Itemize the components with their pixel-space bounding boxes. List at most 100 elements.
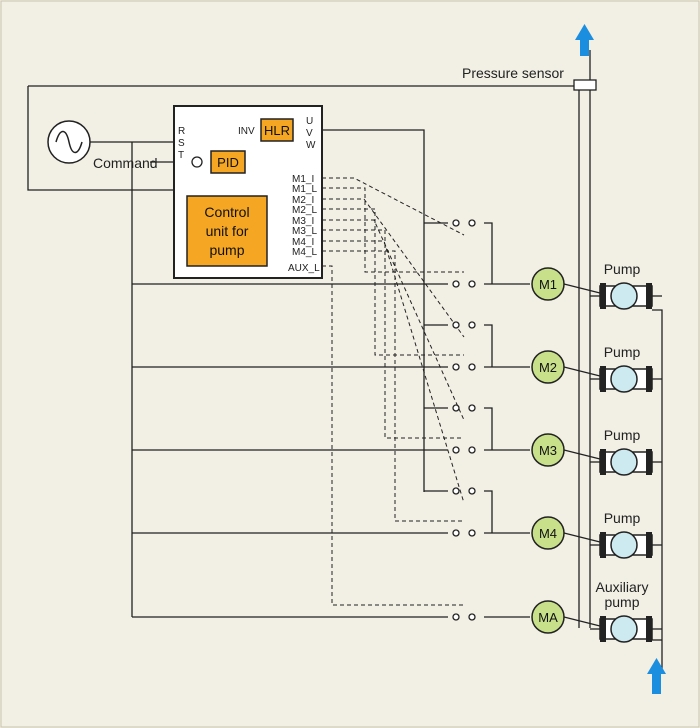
pump-m4-icon xyxy=(610,531,638,559)
signal-m1-i: M1_I xyxy=(292,174,314,185)
pump-m3-label: Pump xyxy=(604,427,641,443)
pid-label: PID xyxy=(217,155,239,170)
terminal-t: T xyxy=(178,150,184,161)
terminal-w: W xyxy=(306,140,316,151)
pump-flange xyxy=(646,366,652,392)
terminal-s: S xyxy=(178,138,185,149)
pump-flange xyxy=(646,532,652,558)
pump-m4-label: Pump xyxy=(604,510,641,526)
motor-m4-label: M4 xyxy=(539,526,557,541)
control-unit-line-3: pump xyxy=(209,242,244,258)
shaft-line xyxy=(563,532,605,544)
actuator-dash xyxy=(322,208,464,356)
contact-ma-terminal xyxy=(468,613,476,621)
control-unit-block xyxy=(186,195,268,267)
inverter-tap-drop xyxy=(484,222,493,284)
wiring xyxy=(27,50,663,672)
signal-m4-l: M4_L xyxy=(292,247,317,258)
inverter-contact-m3-terminal xyxy=(452,404,460,412)
inverter-tap-drop xyxy=(484,490,493,533)
pump-flange xyxy=(646,449,652,475)
motor-ma-icon xyxy=(531,600,565,634)
actuator-dash xyxy=(322,219,465,421)
actuator-dash xyxy=(322,265,464,606)
motor-m4-icon xyxy=(531,516,565,550)
signal-m2-l: M2_L xyxy=(292,205,317,216)
inverter-tap-drop xyxy=(484,324,493,367)
actuator-dash xyxy=(322,177,465,236)
signal-m1-l: M1_L xyxy=(292,184,317,195)
signal-m4-i: M4_I xyxy=(292,237,314,248)
pump-m2-label: Pump xyxy=(604,344,641,360)
pump-m3-icon xyxy=(610,448,638,476)
contact-m4-terminal xyxy=(468,529,476,537)
hlr-block xyxy=(260,118,294,142)
signal-m2-i: M2_I xyxy=(292,195,314,206)
motor-m1-label: M1 xyxy=(539,277,557,292)
pump-flange xyxy=(600,366,606,392)
motor-m3-icon xyxy=(531,433,565,467)
signal-aux-l: AUX_L xyxy=(288,263,320,274)
motor-m1-icon xyxy=(531,267,565,301)
pump-flange xyxy=(600,532,606,558)
summing-junction-icon xyxy=(191,156,203,168)
pump-ma-icon xyxy=(610,615,638,643)
inverter-tap-drop xyxy=(484,407,493,450)
pump-m1-label: Pump xyxy=(604,261,641,277)
shaft-line xyxy=(563,366,605,378)
pressure-sensor xyxy=(573,79,597,91)
contact-m3-terminal xyxy=(452,446,460,454)
outlet-arrow-icon xyxy=(575,24,594,56)
contact-m2-terminal xyxy=(452,363,460,371)
inlet-pipe xyxy=(652,309,663,672)
inlet-arrow-icon xyxy=(647,658,666,694)
contact-m2-terminal xyxy=(468,363,476,371)
hlr-label: HLR xyxy=(264,123,290,138)
contact-ma-terminal xyxy=(452,613,460,621)
pump-flange xyxy=(646,616,652,642)
pump-flange xyxy=(600,616,606,642)
inverter-contact-m4-terminal xyxy=(468,487,476,495)
inverter-contact-m2-terminal xyxy=(452,321,460,329)
inverter-contact-m1-terminal xyxy=(452,219,460,227)
shaft-line xyxy=(563,449,605,461)
contact-m3-terminal xyxy=(468,446,476,454)
contact-m1-terminal xyxy=(452,280,460,288)
command-label: Command xyxy=(93,155,158,171)
contact-m1-terminal xyxy=(468,280,476,288)
signal-m3-i: M3_I xyxy=(292,216,314,227)
actuator-dash xyxy=(322,198,465,338)
ac-source-icon xyxy=(47,120,91,164)
actuator-dash xyxy=(322,229,464,439)
pump-flange xyxy=(600,283,606,309)
pump-m2-icon xyxy=(610,365,638,393)
actuator-dash xyxy=(322,250,464,522)
motor-m2-label: M2 xyxy=(539,360,557,375)
motor-m2-icon xyxy=(531,350,565,384)
motor-m3-label: M3 xyxy=(539,443,557,458)
pump-ma-label: pump xyxy=(604,594,639,610)
contacts xyxy=(452,219,476,621)
signal-m3-l: M3_L xyxy=(292,226,317,237)
pump-flange xyxy=(600,449,606,475)
pump-flange xyxy=(646,283,652,309)
terminal-v: V xyxy=(306,128,313,139)
motor-ma-label: MA xyxy=(538,610,558,625)
signal-wiring xyxy=(229,173,465,606)
control-unit-line-2: unit for xyxy=(206,223,249,239)
pump-ma-label: Auxiliary xyxy=(596,579,649,595)
contact-m4-terminal xyxy=(452,529,460,537)
pressure-sensor-label: Pressure sensor xyxy=(462,65,564,81)
inv-label: INV xyxy=(238,126,255,137)
shaft-line xyxy=(563,616,605,628)
terminal-u: U xyxy=(306,116,313,127)
inverter-contact-m1-terminal xyxy=(468,219,476,227)
pid-block xyxy=(210,150,246,174)
inverter-contact-m4-terminal xyxy=(452,487,460,495)
pump-m1-icon xyxy=(610,282,638,310)
terminal-r: R xyxy=(178,126,185,137)
